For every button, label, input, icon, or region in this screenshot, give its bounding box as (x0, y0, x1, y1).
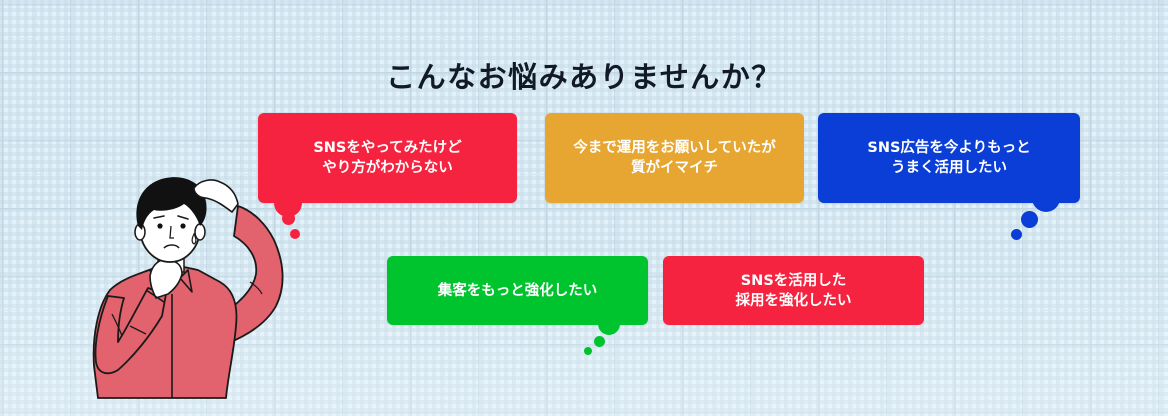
bubble-text: 今まで運用をお願いしていたが 質がイマイチ (573, 140, 776, 176)
concern-bubble-customer-acquisition: 集客をもっと強化したい (387, 256, 648, 325)
bubble-text: 集客をもっと強化したい (437, 282, 598, 299)
thought-tail-icon (598, 315, 620, 335)
thought-dot-icon (1011, 229, 1022, 240)
bubble-text: SNS広告を今よりもっと うまく活用したい (867, 140, 1031, 176)
thought-dot-icon (594, 336, 605, 347)
thought-dot-icon (1021, 211, 1038, 228)
concern-bubble-sns-unknown: SNSをやってみたけど やり方がわからない (258, 113, 517, 203)
worried-man-illustration (88, 166, 308, 400)
concern-bubble-ads-better: SNS広告を今よりもっと うまく活用したい (818, 113, 1080, 203)
bubble-text: SNSをやってみたけど やり方がわからない (313, 140, 462, 176)
concern-bubble-recruiting: SNSを活用した 採用を強化したい (663, 256, 924, 325)
thought-tail-icon (1032, 190, 1060, 212)
worried-man-icon (92, 177, 284, 399)
thought-dot-icon (282, 212, 295, 225)
section-title: こんなお悩みありませんか？ (386, 60, 782, 95)
concern-bubble-quality-poor: 今まで運用をお願いしていたが 質がイマイチ (545, 113, 804, 203)
thought-dot-icon (290, 229, 300, 239)
thought-dot-icon (584, 347, 592, 355)
bubble-text: SNSを活用した 採用を強化したい (735, 272, 852, 309)
